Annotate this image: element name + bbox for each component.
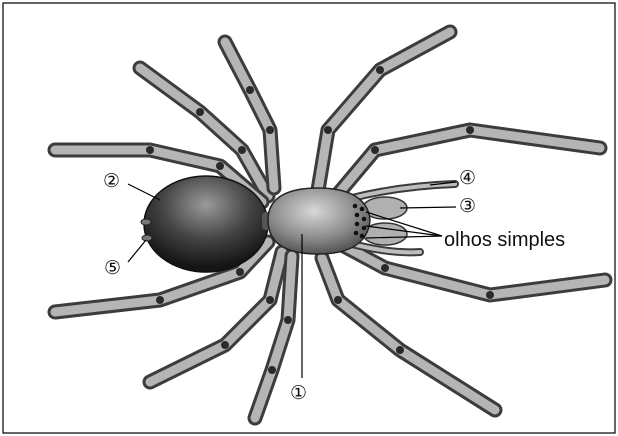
label-abdomen: ②: [103, 172, 120, 191]
label-pedipalp: ③: [459, 197, 476, 216]
label-eyes: olhos simples: [444, 230, 565, 250]
label-spinnerets: ⑤: [104, 259, 121, 278]
cephalothorax: [268, 188, 370, 254]
abdomen: [144, 176, 268, 272]
label-chelicera: ④: [459, 169, 476, 188]
label-cephalothorax: ①: [290, 384, 307, 403]
